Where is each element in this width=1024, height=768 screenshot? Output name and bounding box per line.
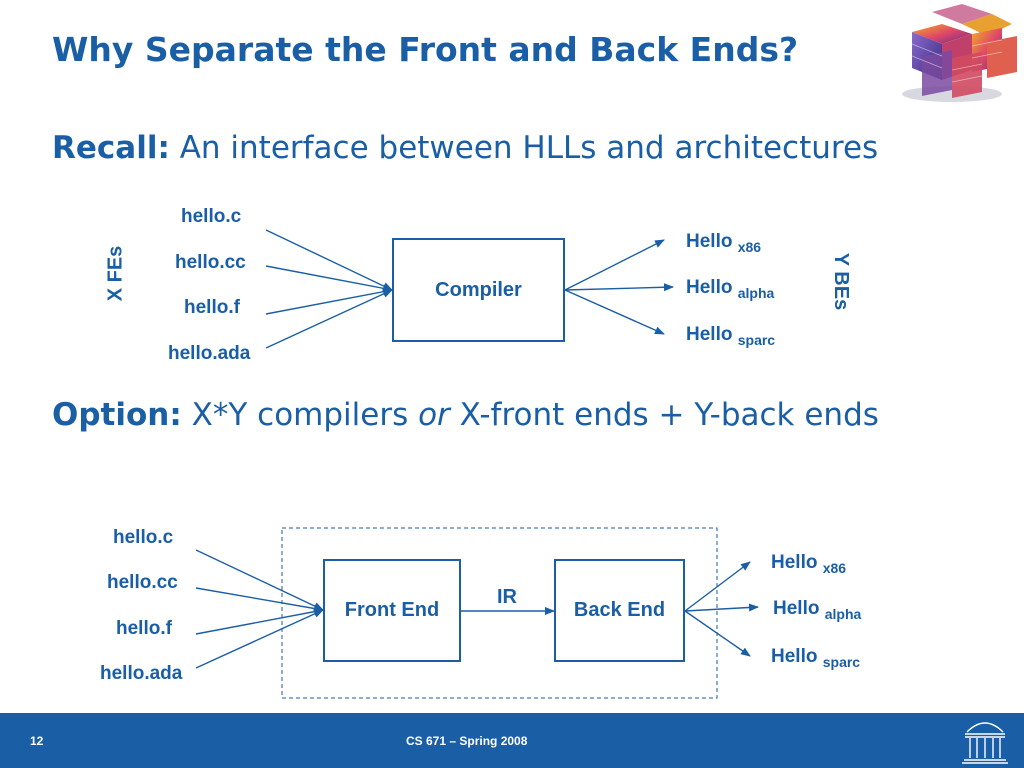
d2-target-sparc: Hello sparc xyxy=(771,646,861,670)
d1-target-x86: Hello x86 xyxy=(686,231,762,255)
d2-source-ada: hello.ada xyxy=(100,663,183,684)
d2-target-alpha-main: Hello xyxy=(773,598,820,619)
back-end-label: Back End xyxy=(573,599,666,621)
d2-source-f: hello.f xyxy=(116,618,172,639)
d1-arrow-cc xyxy=(265,265,393,293)
d1-arrow-x86 xyxy=(564,239,665,291)
d2-target-sparc-main: Hello xyxy=(771,646,818,667)
front-end-box: Front End xyxy=(323,559,461,662)
d1-target-sparc-sub: sparc xyxy=(737,332,776,348)
option-label: Option: xyxy=(52,397,182,433)
cube-logo-icon xyxy=(902,4,1017,102)
d2-arrow-f xyxy=(195,607,324,635)
course-label: CS 671 – Spring 2008 xyxy=(406,734,528,748)
d2-source-cc: hello.cc xyxy=(107,572,178,593)
recall-text: An interface between HLLs and architectu… xyxy=(179,130,879,166)
d1-source-f: hello.f xyxy=(184,297,240,318)
compiler-group-box xyxy=(281,527,718,699)
d1-source-ada: hello.ada xyxy=(168,343,251,364)
d2-arrow-alpha xyxy=(684,603,759,612)
compiler-box: Compiler xyxy=(392,238,565,342)
d2-target-sparc-sub: sparc xyxy=(822,654,861,670)
d2-source-c: hello.c xyxy=(113,527,174,548)
page-number: 12 xyxy=(30,734,44,748)
d2-arrow-cc xyxy=(195,587,324,613)
d2-target-alpha: Hello alpha xyxy=(773,598,862,622)
y-bes-label: Y BEs xyxy=(830,252,853,311)
rotunda-logo-icon xyxy=(962,722,1008,764)
d1-target-x86-sub: x86 xyxy=(737,239,762,255)
d2-target-alpha-sub: alpha xyxy=(824,606,862,622)
d1-target-alpha: Hello alpha xyxy=(686,277,775,301)
option-text-b: X-front ends + Y-back ends xyxy=(449,397,879,433)
ir-label: IR xyxy=(497,586,517,608)
d1-arrow-alpha xyxy=(564,283,674,292)
d1-target-x86-main: Hello xyxy=(686,231,733,252)
d1-arrow-c xyxy=(265,229,393,291)
option-text-or: or xyxy=(418,397,450,433)
d2-target-x86-main: Hello xyxy=(771,552,818,573)
compiler-label: Compiler xyxy=(435,278,522,301)
d1-arrow-ada xyxy=(265,289,393,349)
d1-target-sparc: Hello sparc xyxy=(686,324,776,348)
d1-target-alpha-sub: alpha xyxy=(737,285,775,301)
back-end-box: Back End xyxy=(554,559,685,662)
footer-bar xyxy=(0,713,1024,768)
option-line: Option: X*Y compilers or X-front ends + … xyxy=(52,397,879,433)
recall-label: Recall: xyxy=(52,130,170,166)
front-end-label: Front End xyxy=(344,599,440,621)
d1-arrow-sparc xyxy=(564,289,665,335)
d1-target-alpha-main: Hello xyxy=(686,277,733,298)
d1-source-c: hello.c xyxy=(181,206,242,227)
slide-title: Why Separate the Front and Back Ends? xyxy=(52,30,799,69)
d2-arrow-ada xyxy=(195,609,324,669)
recall-line: Recall: An interface between HLLs and ar… xyxy=(52,130,878,166)
d1-arrow-f xyxy=(265,287,393,315)
d1-target-sparc-main: Hello xyxy=(686,324,733,345)
d2-target-x86: Hello x86 xyxy=(771,552,847,576)
option-text-a: X*Y compilers xyxy=(191,397,419,433)
d2-arrow-c xyxy=(195,549,324,611)
x-fes-label: X FEs xyxy=(104,245,127,302)
d2-target-x86-sub: x86 xyxy=(822,560,847,576)
d1-source-cc: hello.cc xyxy=(175,252,246,273)
